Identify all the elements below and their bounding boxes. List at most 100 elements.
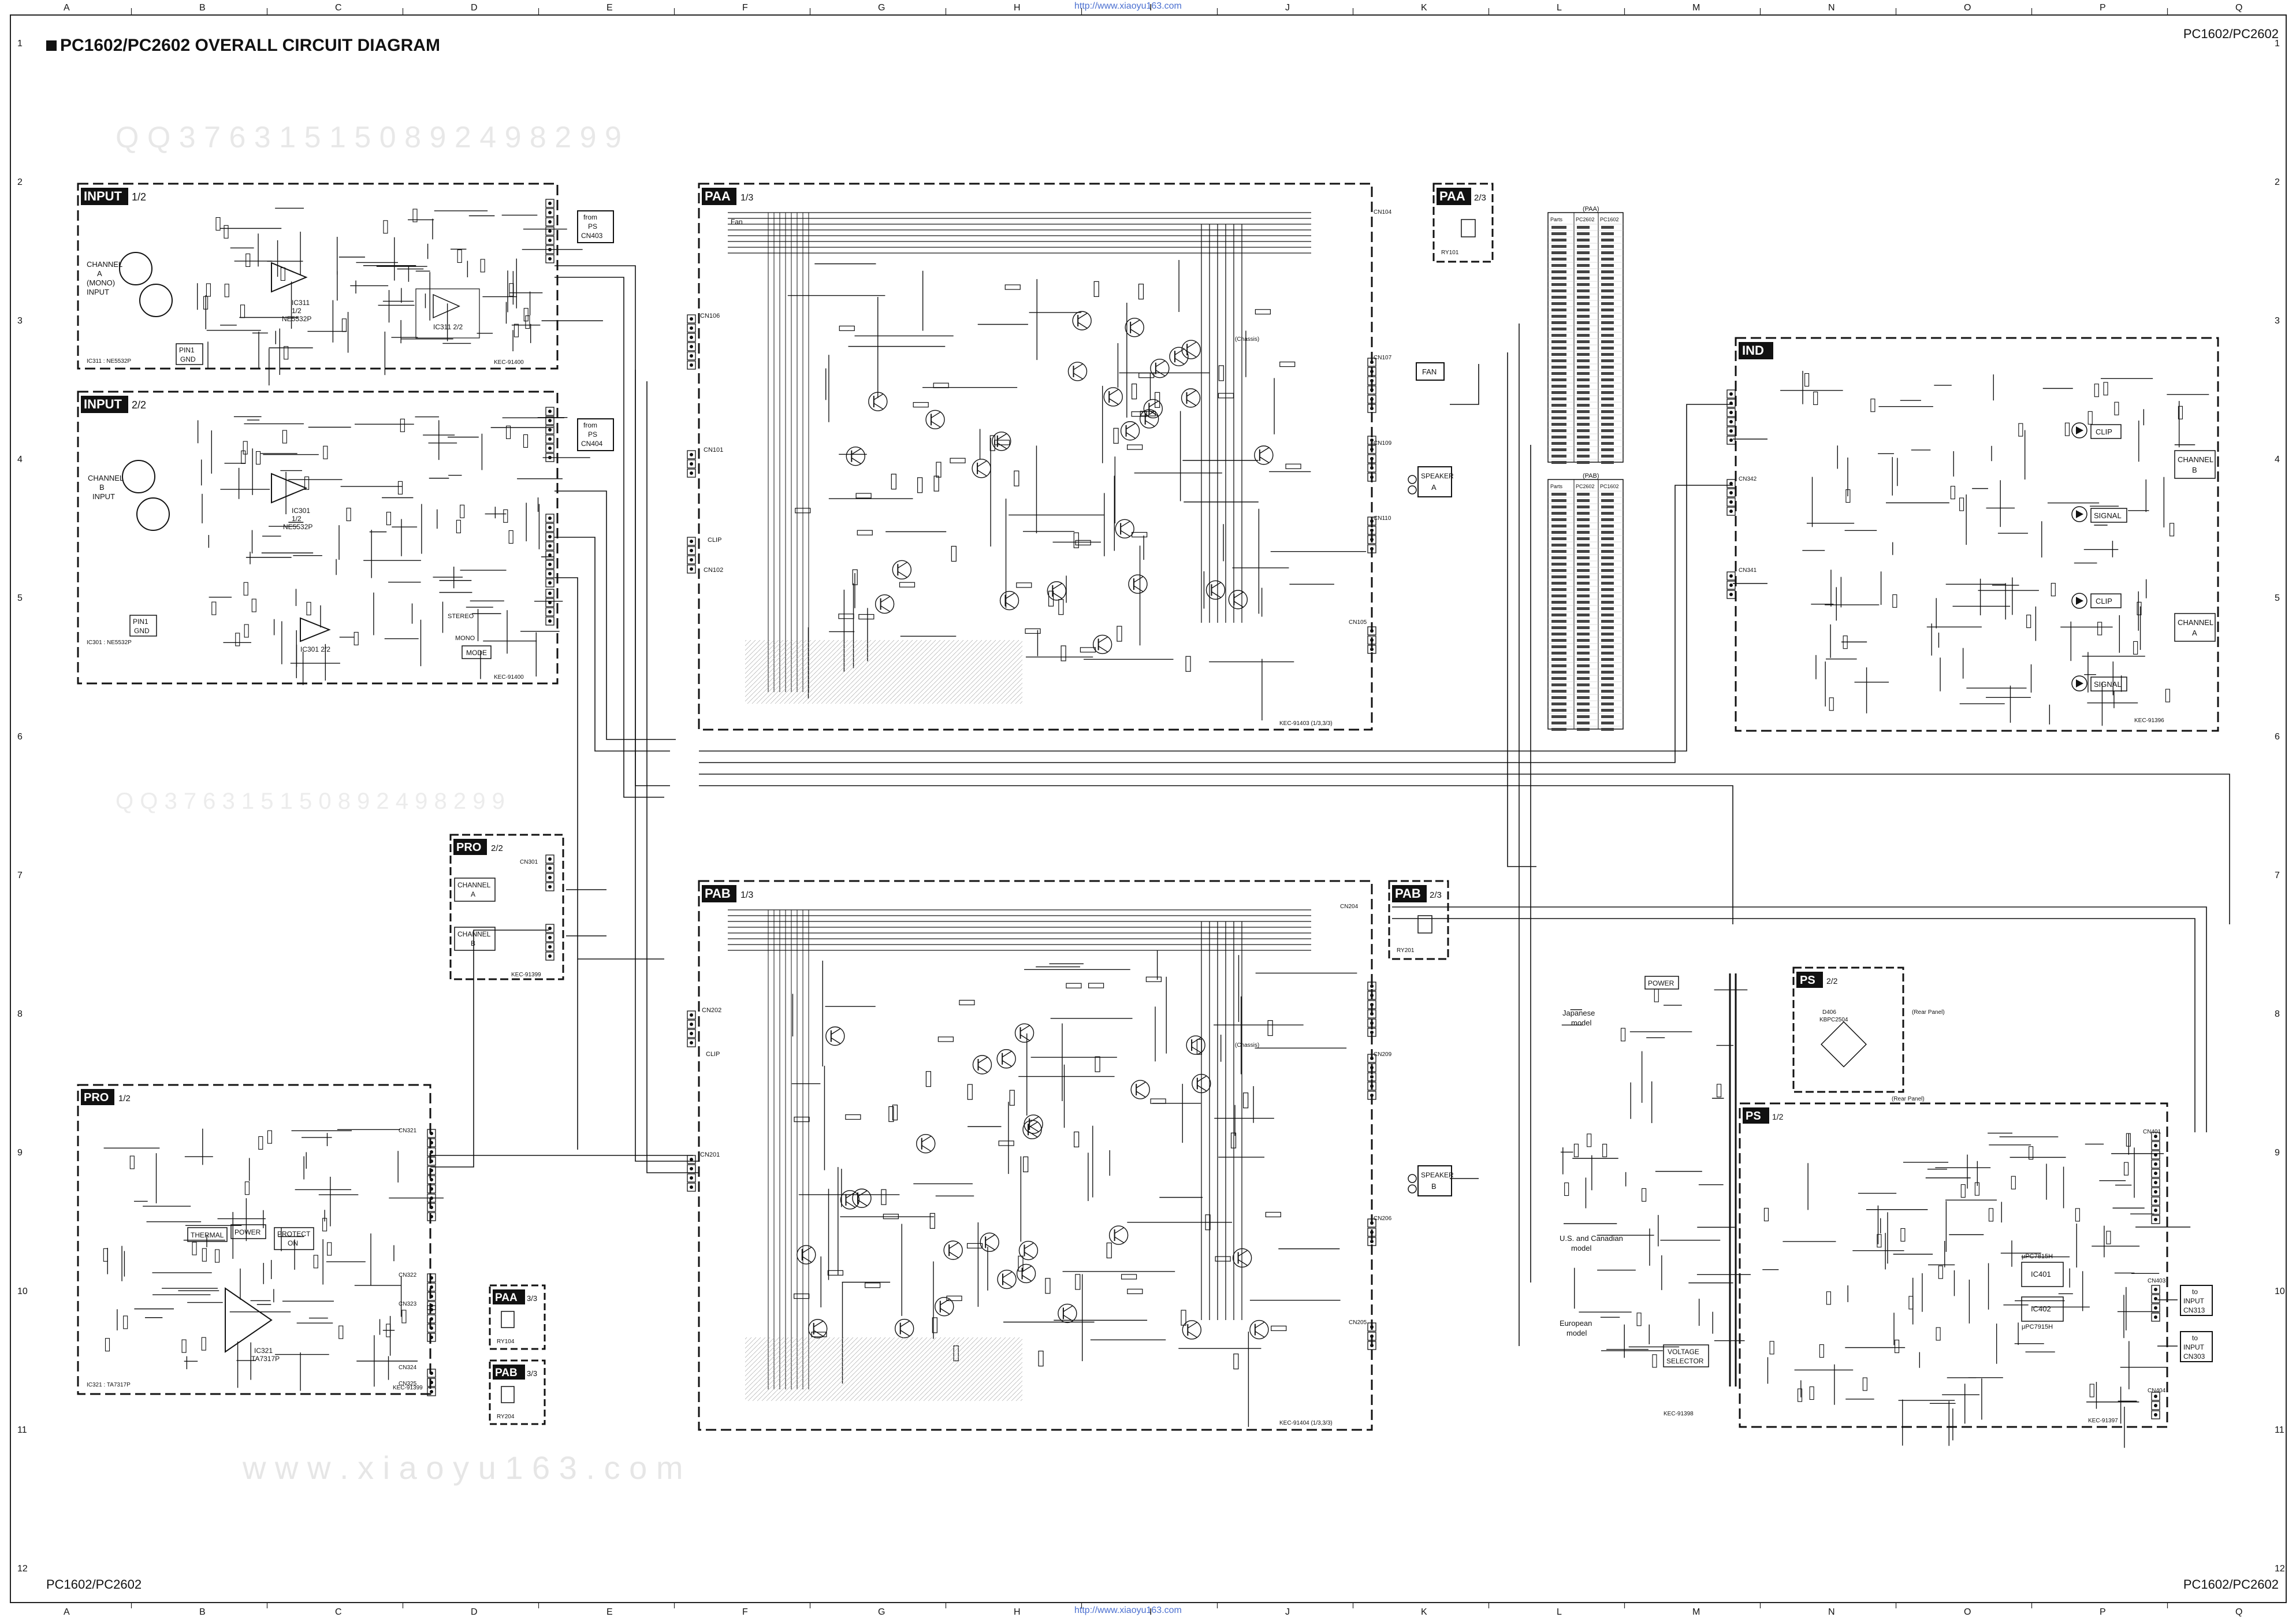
svg-text:to: to xyxy=(2192,1288,2198,1296)
grid-col-label: N xyxy=(1828,3,1835,13)
svg-text:MODE: MODE xyxy=(466,649,487,657)
svg-text:TA7317P: TA7317P xyxy=(251,1355,280,1363)
svg-text:CN204: CN204 xyxy=(1340,904,1359,910)
svg-text:B: B xyxy=(2192,466,2197,474)
svg-text:μPC7915H: μPC7915H xyxy=(2022,1324,2053,1330)
schematic-traces xyxy=(103,199,2230,1448)
svg-text:CLIP: CLIP xyxy=(2096,428,2112,436)
svg-text:CN205: CN205 xyxy=(1349,1319,1367,1326)
svg-text:CHANNEL: CHANNEL xyxy=(87,260,122,269)
svg-text:PS: PS xyxy=(1800,974,1815,987)
svg-text:KBPC2504: KBPC2504 xyxy=(1819,1017,1848,1023)
grid-col-label: G xyxy=(878,1607,885,1617)
grid-col-label: C xyxy=(335,1607,342,1617)
source-url-top: http://www.xiaoyu163.com xyxy=(1074,1,1182,11)
svg-text:CN109: CN109 xyxy=(1374,440,1392,447)
svg-text:PAA: PAA xyxy=(1439,189,1465,203)
grid-col-label: J xyxy=(1285,1607,1290,1617)
svg-text:NE5532P: NE5532P xyxy=(282,315,311,323)
parts-table-paa: (PAA) Parts PC2602 PC1602 xyxy=(1547,206,1624,464)
svg-text:CN105: CN105 xyxy=(1349,619,1367,626)
grid-col-label: E xyxy=(606,1607,613,1617)
block-ps-1: PS 1/2 IC401 IC402 μPC7815H μPC7915H CN4… xyxy=(1739,1102,2213,1428)
svg-text:CN404: CN404 xyxy=(2148,1388,2166,1394)
svg-text:GND: GND xyxy=(134,627,150,635)
svg-text:KEC-91400: KEC-91400 xyxy=(494,674,524,681)
svg-text:SPEAKER: SPEAKER xyxy=(1421,472,1454,480)
svg-text:FAN: FAN xyxy=(1422,367,1437,376)
svg-text:IC301 : NE5532P: IC301 : NE5532P xyxy=(87,640,132,646)
svg-text:CN201: CN201 xyxy=(700,1151,720,1158)
svg-text:PAA: PAA xyxy=(495,1292,518,1304)
grid-col-label: H xyxy=(1014,3,1021,13)
block-paa-3: PAA 3/3 RY104 xyxy=(489,1284,546,1350)
block-ind: IND CLIP SIGNAL CLIP SIGNAL CHANNEL B CH… xyxy=(1735,337,2219,732)
input1-title: INPUT xyxy=(84,189,122,203)
svg-text:CLIP: CLIP xyxy=(708,537,721,544)
watermark-digits: Q Q 3 7 6 3 1 5 1 5 0 8 9 2 4 9 8 2 9 9 xyxy=(116,121,622,154)
model-label-top-right: PC1602/PC2602 xyxy=(2183,27,2279,41)
grid-row-label: 4 xyxy=(17,455,23,464)
grid-row-label: 11 xyxy=(2275,1425,2284,1435)
svg-text:KEC-91397: KEC-91397 xyxy=(2088,1418,2118,1424)
svg-text:1/2: 1/2 xyxy=(1772,1112,1784,1121)
svg-text:SELECTOR: SELECTOR xyxy=(1666,1357,1704,1365)
grid-col-label: J xyxy=(1285,3,1290,13)
svg-text:1/3: 1/3 xyxy=(740,890,753,900)
svg-text:CN206: CN206 xyxy=(1374,1215,1392,1222)
grid-col-label: L xyxy=(1557,3,1562,13)
svg-text:CN303: CN303 xyxy=(2183,1352,2205,1360)
input2-title: INPUT xyxy=(84,397,122,411)
svg-text:Japanese: Japanese xyxy=(1562,1009,1595,1017)
svg-text:CN209: CN209 xyxy=(1374,1051,1392,1058)
svg-text:A: A xyxy=(1431,483,1437,492)
svg-text:model: model xyxy=(1571,1018,1592,1027)
svg-text:KEC-91399: KEC-91399 xyxy=(393,1385,423,1391)
grid-col-label: F xyxy=(742,3,748,13)
grid-col-label: P xyxy=(2100,3,2106,13)
grid-col-label: M xyxy=(1692,1607,1700,1617)
svg-text:SIGNAL: SIGNAL xyxy=(2094,511,2122,520)
svg-text:KEC-91400: KEC-91400 xyxy=(494,359,524,366)
svg-text:CHANNEL: CHANNEL xyxy=(2178,618,2213,627)
svg-text:IC401: IC401 xyxy=(2031,1270,2051,1278)
grid-col-label: O xyxy=(1964,1607,1971,1617)
svg-text:1/3: 1/3 xyxy=(740,193,753,203)
watermark-www: w w w . x i a o y u 1 6 3 . c o m xyxy=(242,1449,683,1486)
svg-text:PAB: PAB xyxy=(495,1367,518,1379)
grid-row-label: 2 xyxy=(2275,177,2280,187)
grid-row-label: 5 xyxy=(2275,593,2280,603)
svg-text:MONO: MONO xyxy=(455,635,475,642)
grid-col-label: K xyxy=(1421,3,1427,13)
svg-text:CHANNEL: CHANNEL xyxy=(2178,455,2213,464)
grid-row-label: 4 xyxy=(2275,455,2280,464)
svg-text:THERMAL: THERMAL xyxy=(191,1231,224,1239)
svg-text:PIN1: PIN1 xyxy=(179,346,195,354)
svg-text:CN104: CN104 xyxy=(1374,209,1392,215)
svg-text:1/2: 1/2 xyxy=(292,515,302,523)
block-pab-1: PAB 1/3 CN202 CLIP CN201 SPEAKER B CN209… xyxy=(698,880,1454,1431)
svg-text:IC311 2/2: IC311 2/2 xyxy=(433,323,463,331)
diagram-title: PC1602/PC2602 OVERALL CIRCUIT DIAGRAM xyxy=(46,36,440,55)
grid-row-label: 8 xyxy=(2275,1009,2280,1019)
svg-text:STEREO: STEREO xyxy=(448,613,474,620)
grid-row-label: 3 xyxy=(17,316,23,326)
svg-text:A: A xyxy=(471,890,475,898)
svg-text:2/3: 2/3 xyxy=(1430,890,1442,900)
svg-text:POWER: POWER xyxy=(1648,979,1674,987)
svg-text:from: from xyxy=(583,213,597,221)
diagram-title-text: PC1602/PC2602 OVERALL CIRCUIT DIAGRAM xyxy=(60,36,440,55)
model-label-bottom-right: PC1602/PC2602 xyxy=(2183,1577,2279,1592)
svg-text:PS: PS xyxy=(1746,1110,1761,1122)
block-ps-2: PS 2/2 D406 KBPC2504 (Rear Panel) (Rear … xyxy=(1792,967,1945,1102)
svg-text:(Chassis): (Chassis) xyxy=(1235,1042,1259,1049)
svg-text:(PAA): (PAA) xyxy=(1583,206,1599,213)
svg-text:European: European xyxy=(1560,1319,1592,1328)
grid-col-label: M xyxy=(1692,3,1700,13)
block-paa-2: PAA 2/3 RY101 CN104 xyxy=(1374,183,1494,263)
grid-row-label: 8 xyxy=(17,1009,23,1019)
watermark-digits-mid: Q Q 3 7 6 3 1 5 1 5 0 8 9 2 4 9 8 2 9 9 xyxy=(116,789,505,814)
svg-text:B: B xyxy=(1431,1182,1437,1191)
svg-text:SIGNAL: SIGNAL xyxy=(2094,680,2122,689)
grid-col-label: A xyxy=(64,3,70,13)
